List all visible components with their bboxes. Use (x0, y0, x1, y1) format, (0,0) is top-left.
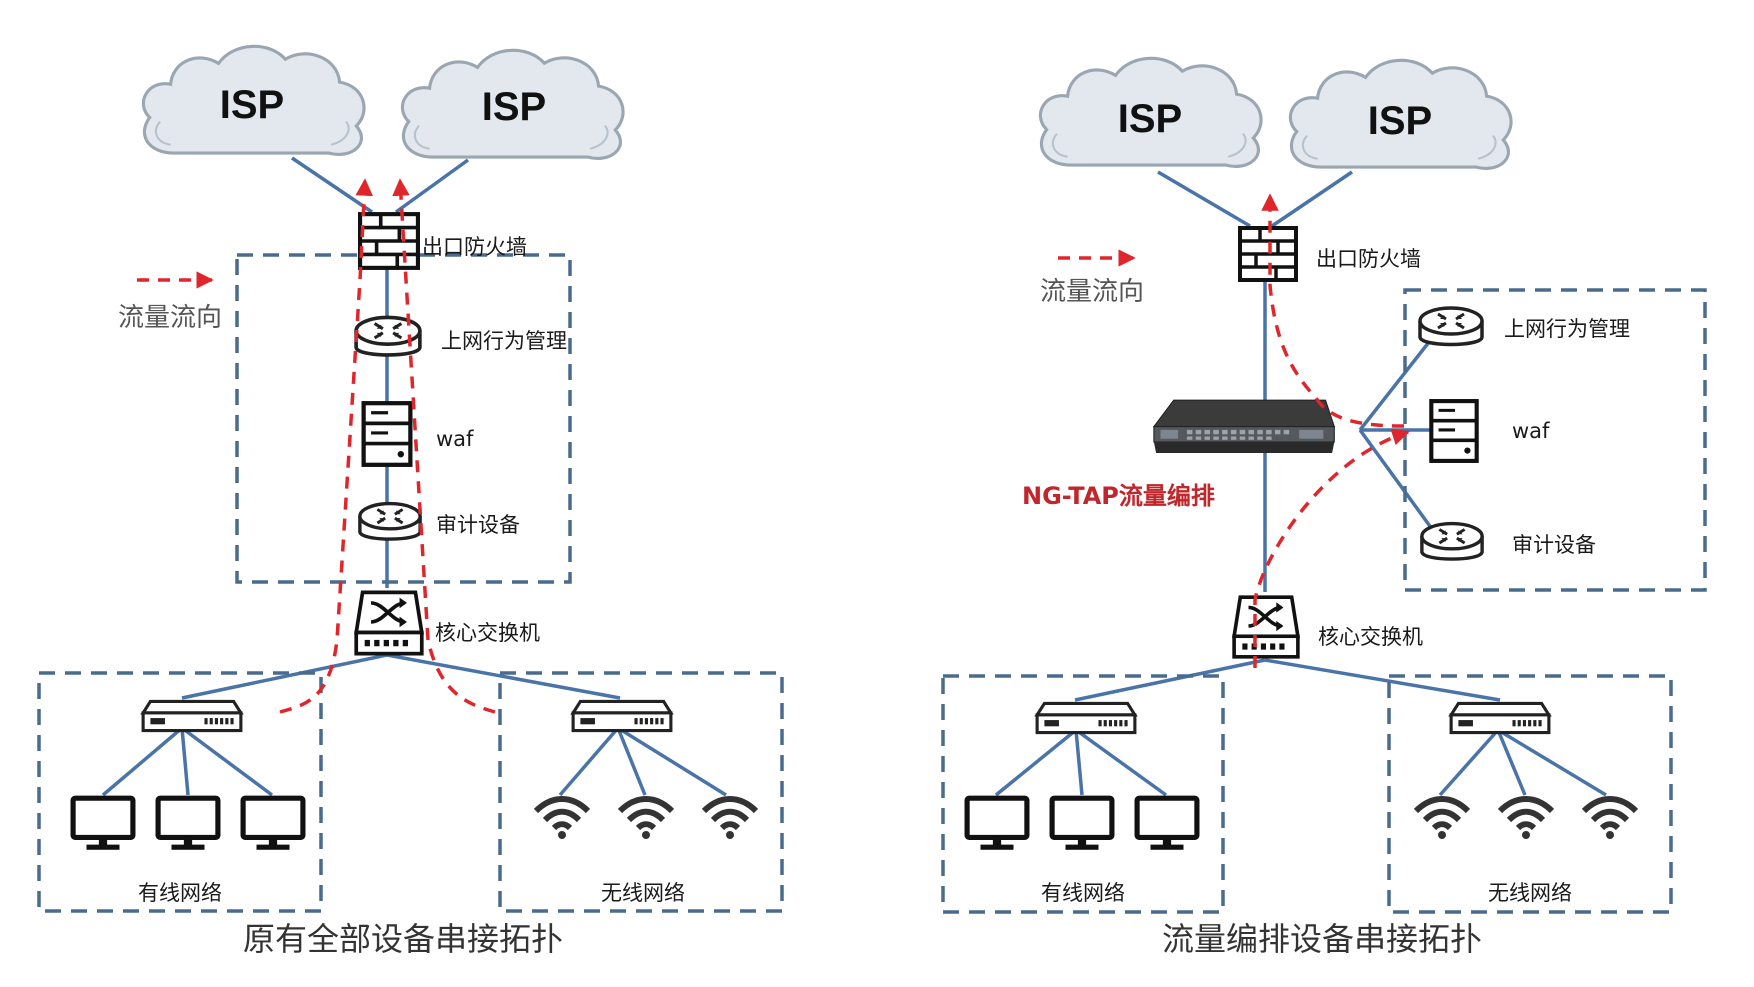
caption: 原有全部设备串接拓扑 (243, 920, 563, 958)
access-switch-icon (141, 699, 243, 733)
wifi-icon (620, 799, 672, 839)
link-wifi3 (617, 726, 727, 797)
link-isp1-firewall (291, 156, 373, 214)
wifi-icon (1416, 799, 1468, 839)
core-switch-label: 核心交换机 (435, 621, 540, 645)
link-wifi2 (1496, 729, 1527, 796)
right-links (994, 170, 1607, 797)
link-core-wireless (1264, 658, 1501, 702)
isp-label: ISP (1368, 99, 1432, 143)
isp-label: ISP (220, 83, 284, 127)
server-icon (1431, 401, 1476, 461)
ngtap-label: NG-TAP流量编排 (1022, 482, 1215, 510)
wifi-icon (536, 799, 588, 839)
legend-label: 流量流向 (1040, 277, 1144, 307)
left-topology: ISP ISP 出口防火墙 上网行为管理 waf 审计设备 核心交换机 有线网络… (37, 44, 784, 958)
link-monitor3 (1074, 728, 1168, 797)
firewall-label: 出口防火墙 (1316, 247, 1421, 271)
link-ngtap-behavior (1358, 326, 1442, 432)
router-icon (1420, 521, 1484, 561)
link-isp2-firewall (394, 158, 470, 214)
audit-label: 审计设备 (436, 513, 520, 537)
wired-network-box (37, 671, 323, 913)
right-topology: ISP ISP 出口防火墙 NG-TAP流量编排 上网行为管理 waf 审计设备… (941, 56, 1707, 958)
monitor-icon (158, 798, 218, 850)
behavior-mgmt-label: 上网行为管理 (441, 329, 567, 353)
wireless-network-box (1387, 674, 1673, 914)
access-switch-icon (571, 699, 673, 733)
audit-label: 审计设备 (1512, 533, 1596, 557)
caption: 流量编排设备串接拓扑 (1162, 920, 1482, 958)
link-monitor2 (180, 727, 190, 796)
access-switch-icon (1035, 701, 1137, 735)
link-wifi3 (1497, 728, 1607, 797)
core-switch-label: 核心交换机 (1318, 625, 1423, 649)
link-wifi2 (616, 727, 647, 796)
wifi-icon (1584, 799, 1636, 839)
link-wifi1 (558, 726, 620, 797)
link-core-wired (181, 653, 388, 700)
monitor-icon (1052, 798, 1112, 850)
isp-label: ISP (482, 85, 546, 129)
legend-label: 流量流向 (118, 303, 222, 333)
wired-network-label: 有线网络 (138, 881, 222, 905)
link-isp2-firewall (1271, 170, 1353, 228)
link-isp1-firewall (1157, 170, 1251, 228)
monitor-icon (73, 798, 133, 850)
link-monitor2 (1074, 729, 1084, 796)
link-core-wired (1074, 658, 1266, 702)
router-icon (358, 501, 422, 541)
flow-path-wireless (392, 178, 496, 714)
ngtap-appliance-icon (1153, 399, 1335, 454)
monitor-icon (1137, 798, 1197, 850)
wireless-network-label: 无线网络 (601, 881, 685, 905)
flow-path-wired (279, 178, 373, 714)
firewall-icon (360, 214, 418, 268)
firewall-icon (1238, 226, 1298, 282)
wired-network-label: 有线网络 (1041, 881, 1125, 905)
monitor-icon (243, 798, 303, 850)
server-icon (364, 403, 411, 465)
link-wifi1 (1438, 728, 1500, 797)
link-ngtap-audit (1358, 428, 1442, 542)
waf-label: waf (1512, 419, 1550, 443)
wireless-network-box (498, 671, 784, 913)
link-monitor1 (101, 726, 184, 797)
firewall-label: 出口防火墙 (422, 235, 527, 259)
wifi-icon (1500, 799, 1552, 839)
wired-network-box (941, 674, 1225, 914)
link-monitor3 (180, 726, 274, 797)
core-switch-icon (354, 590, 424, 656)
waf-label: waf (436, 427, 474, 451)
core-switch-icon (1232, 595, 1300, 659)
wireless-network-label: 无线网络 (1488, 881, 1572, 905)
behavior-mgmt-label: 上网行为管理 (1504, 317, 1630, 341)
link-monitor1 (994, 728, 1078, 797)
link-core-wireless (386, 653, 621, 700)
isp-label: ISP (1118, 97, 1182, 141)
monitor-icon (967, 798, 1027, 850)
wifi-icon (704, 799, 756, 839)
access-switch-icon (1449, 701, 1551, 735)
router-icon (1418, 306, 1484, 347)
